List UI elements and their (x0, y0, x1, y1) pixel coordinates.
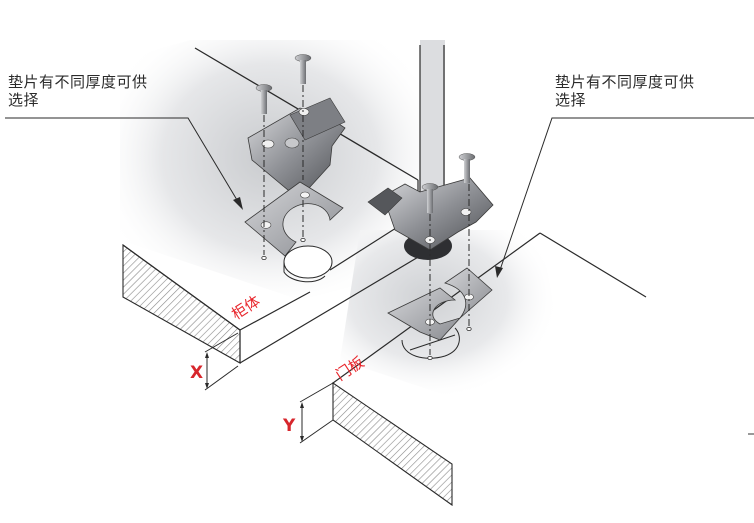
dimension-x-label: X (190, 363, 203, 383)
label-cabinet: 柜体 (228, 292, 263, 323)
hinge-cup-right (367, 177, 494, 260)
callout-leader-right (495, 117, 754, 278)
axis-end-markers (261, 237, 472, 360)
screw-3 (458, 153, 476, 183)
screw-2 (255, 84, 273, 114)
screw-4 (421, 183, 439, 213)
assembly-axis-lines (263, 85, 470, 355)
callout-text-right: 垫片有不同厚度可供 选择 (555, 73, 695, 109)
screw-1 (294, 54, 312, 84)
hinge-mounting-plate-left (247, 97, 346, 199)
shim-left (244, 181, 344, 283)
dimension-y-label: Y (282, 416, 296, 436)
door-panel (299, 45, 754, 507)
callout-leader-left (5, 117, 243, 210)
screws (255, 54, 476, 213)
callout-text-left: 垫片有不同厚度可供 选择 (8, 73, 148, 109)
